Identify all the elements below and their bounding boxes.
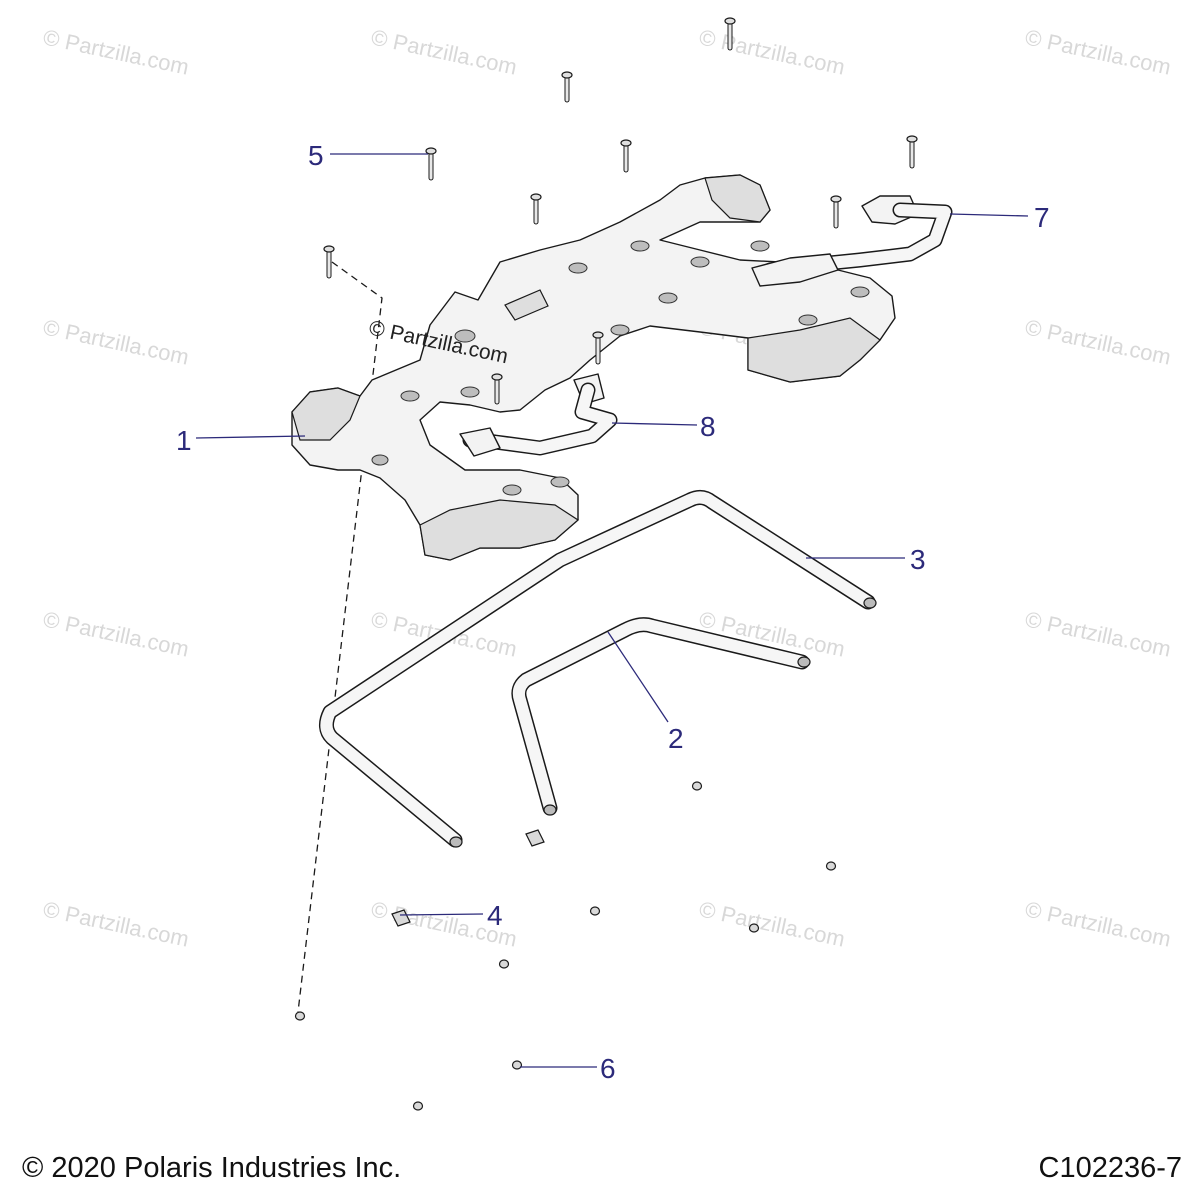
- watermark: © Partzilla.com: [369, 24, 519, 79]
- rack-hole: [568, 262, 588, 274]
- rack-left-end: [291, 387, 361, 441]
- nut: [294, 1011, 306, 1021]
- tube-end: [797, 656, 811, 668]
- rear-grab-handle: [751, 195, 953, 287]
- rack-right-end: [747, 317, 881, 383]
- nut-group: [294, 781, 837, 1111]
- bolt: [724, 17, 736, 51]
- rack-hole: [750, 240, 770, 252]
- tube-end: [449, 836, 463, 848]
- nut: [511, 1060, 523, 1070]
- grab-handle-mount: [459, 427, 501, 457]
- callouts: 1 2 3 4 5 6 7 8: [176, 140, 1050, 1084]
- callout-7: 7: [1034, 202, 1050, 233]
- diagram-id: C102236-7: [1038, 1152, 1183, 1184]
- bolt: [491, 373, 503, 405]
- nut: [589, 906, 601, 916]
- leader-line-8: [611, 422, 698, 426]
- rack-hole: [850, 286, 870, 298]
- leader-line-4: [399, 913, 484, 916]
- large-rail-face: [320, 491, 874, 846]
- rack-hole: [610, 324, 630, 336]
- watermark: © Partzilla.com: [41, 896, 191, 951]
- tube-end: [863, 597, 877, 609]
- rack-hole: [460, 386, 480, 398]
- front-grab-handle: [459, 373, 618, 457]
- bolt-group: [323, 17, 918, 405]
- rack-hole: [630, 240, 650, 252]
- watermark: © Partzilla.com: [41, 314, 191, 369]
- callout-3: 3: [910, 544, 926, 575]
- large-rail-tube: [319, 489, 877, 848]
- leader-line-7: [949, 213, 1029, 217]
- clip: [525, 829, 545, 847]
- callout-5: 5: [308, 140, 324, 171]
- copyright-notice: © 2020 Polaris Industries Inc.: [22, 1152, 402, 1184]
- leader-line-1: [195, 435, 306, 439]
- small-rail-face: [512, 618, 808, 814]
- nut: [412, 1101, 424, 1111]
- watermark: © Partzilla.com: [697, 24, 847, 79]
- rack-hole: [798, 314, 818, 326]
- rack-rear-end: [704, 174, 771, 223]
- bolt: [561, 71, 573, 103]
- nut: [498, 959, 510, 969]
- nut: [691, 781, 703, 791]
- rack-hole: [690, 256, 710, 268]
- rack-hole: [454, 329, 476, 343]
- watermark: © Partzilla.com: [1023, 24, 1173, 79]
- watermark: © Partzilla.com: [1023, 896, 1173, 951]
- clip-group: [391, 829, 545, 927]
- clip: [391, 909, 411, 927]
- callout-1: 1: [176, 425, 192, 456]
- nut: [825, 861, 837, 871]
- bolt: [425, 147, 437, 181]
- bolt: [830, 195, 842, 229]
- rack-hole: [658, 292, 678, 304]
- bolt: [592, 331, 604, 365]
- watermark: © Partzilla.com: [41, 24, 191, 79]
- leader-lines: [195, 153, 1029, 1068]
- leader-line-2: [607, 631, 669, 723]
- callout-2: 2: [668, 723, 684, 754]
- rack-hole: [550, 476, 570, 488]
- nut: [748, 923, 760, 933]
- rack-hole: [400, 390, 420, 402]
- watermark-layer: © Partzilla.com © Partzilla.com © Partzi…: [41, 24, 1173, 951]
- callout-8: 8: [700, 411, 716, 442]
- tube-end: [543, 804, 557, 816]
- watermark: © Partzilla.com: [1023, 314, 1173, 369]
- watermark: © Partzilla.com: [697, 896, 847, 951]
- rack-body: [291, 174, 896, 561]
- watermark: © Partzilla.com: [1023, 606, 1173, 661]
- rack-hole: [502, 484, 522, 496]
- bolt: [323, 245, 335, 279]
- bolt: [530, 193, 542, 225]
- callout-4: 4: [487, 900, 503, 931]
- rack-front-end: [419, 499, 579, 561]
- watermark: © Partzilla.com: [41, 606, 191, 661]
- rack-hole: [371, 454, 389, 466]
- grab-handle-mount: [751, 253, 839, 287]
- small-rail-tube: [511, 617, 811, 816]
- bolt: [620, 139, 632, 173]
- rack-label-plate: [504, 289, 549, 321]
- callout-6: 6: [600, 1053, 616, 1084]
- assembly-dashed-line: [297, 261, 383, 1013]
- bolt: [906, 135, 918, 169]
